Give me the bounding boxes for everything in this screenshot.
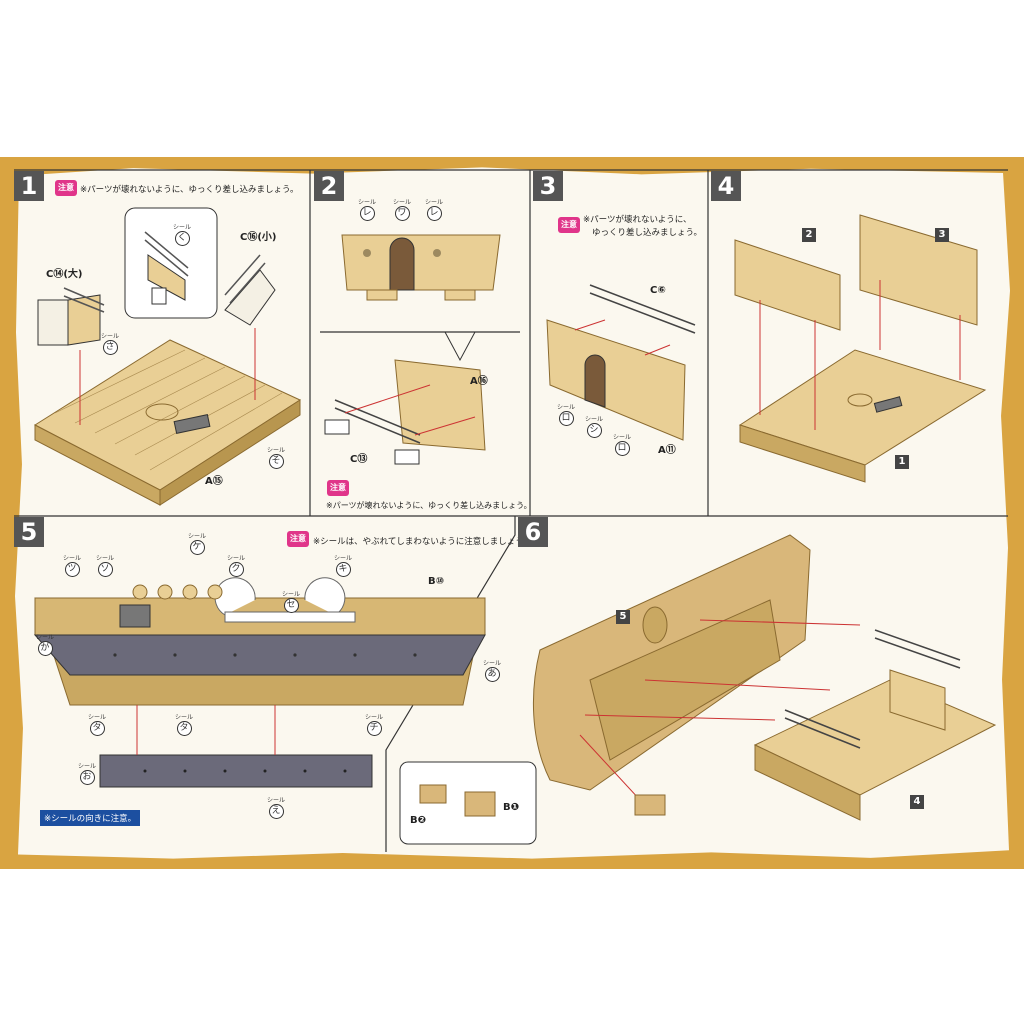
caution-badge: 注意 xyxy=(558,217,580,233)
caution-badge: 注意 xyxy=(55,180,77,196)
part-label-c16: C⑯(小) xyxy=(240,228,276,243)
seal-label: シールキ xyxy=(333,555,353,577)
part-label-b1: B❶ xyxy=(503,802,519,813)
caution-note: ※パーツが壊れないように、ゆっくり差し込みましょう。 xyxy=(80,183,299,195)
step-number: 1 xyxy=(14,171,44,201)
seal-label: シールタ xyxy=(174,714,194,736)
step-reference: 2 xyxy=(802,228,816,242)
seal-direction-note: ※シールの向きに注意。 xyxy=(40,810,140,826)
seal-label: シールえ xyxy=(266,797,286,819)
seal-label: シールロ xyxy=(556,404,576,426)
seal-label: シールく xyxy=(172,224,192,246)
step-reference: 1 xyxy=(895,455,909,469)
part-label-c13: C⑬ xyxy=(350,450,367,465)
seal-label: シールロ xyxy=(612,434,632,456)
step-number: 5 xyxy=(14,517,44,547)
seal-label: シールレ xyxy=(424,199,444,221)
part-label-c6: C⑥ xyxy=(650,285,666,296)
step-number: 3 xyxy=(533,171,563,201)
seal-label: シールワ xyxy=(392,199,412,221)
step4-illustration xyxy=(715,200,1005,490)
caution-badge: 注意 xyxy=(327,480,349,496)
step-reference: 5 xyxy=(616,610,630,624)
seal-label: シールシ xyxy=(584,416,604,438)
seal-label: シールタ xyxy=(87,714,107,736)
caution-note-line2: ゆっくり差し込みましょう。 xyxy=(592,226,702,238)
seal-label: シールク xyxy=(226,555,246,577)
seal-label: シールツ xyxy=(62,555,82,577)
part-label-b2: B❷ xyxy=(410,815,426,826)
step-number: 4 xyxy=(711,171,741,201)
part-label-c14: C⑭(大) xyxy=(46,265,82,280)
caution-note: ※パーツが壊れないように、ゆっくり差し込みましょう。 xyxy=(326,500,532,511)
caution-note-line1: ※パーツが壊れないように、 xyxy=(583,213,692,225)
seal-label: シールソ xyxy=(95,555,115,577)
step-reference: 3 xyxy=(935,228,949,242)
seal-label: シールケ xyxy=(187,533,207,555)
seal-label: シールさ xyxy=(100,333,120,355)
caution-badge: 注意 xyxy=(287,531,309,547)
seal-label: シールそ xyxy=(266,447,286,469)
seal-label: シールレ xyxy=(357,199,377,221)
part-label-a11: A⑪ xyxy=(658,441,676,456)
step2-illustration xyxy=(315,195,530,515)
seal-label: シールお xyxy=(77,763,97,785)
part-label-a15: A⑮ xyxy=(205,472,223,487)
seal-label: シールセ xyxy=(281,591,301,613)
part-label-a16: A⑯ xyxy=(470,372,488,387)
step-reference: 4 xyxy=(910,795,924,809)
seal-label: シールが xyxy=(35,634,55,656)
step3-illustration xyxy=(535,265,705,505)
seal-label: シールチ xyxy=(364,714,384,736)
